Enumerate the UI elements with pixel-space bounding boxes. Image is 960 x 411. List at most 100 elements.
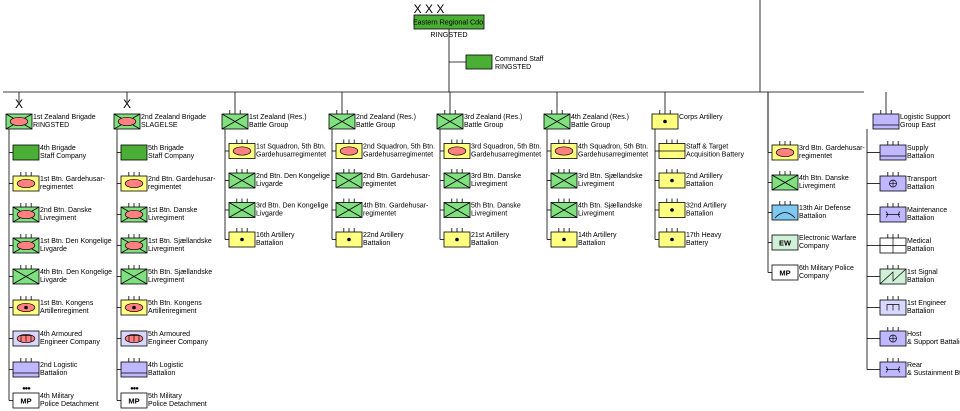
- unit-label-line-1: 2nd Btn. Danske: [40, 207, 92, 214]
- unit-label-line-1: 4th Armoured: [40, 331, 82, 338]
- unit-8-6[interactable]: Host& Support Battalion: [879, 327, 960, 347]
- unit-3-1[interactable]: 2nd Btn. Gardehusar-regimentet: [335, 169, 431, 189]
- column-head-2[interactable]: 1st Zealand (Res.)Battle Group: [221, 110, 307, 130]
- unit-label-line-2: Livregiment: [578, 211, 614, 218]
- unit-label-line-2: Livgarde: [40, 277, 67, 284]
- unit-code: MP: [128, 397, 139, 406]
- infantry-cross: [12, 268, 40, 285]
- command-staff-node[interactable]: Command Staff RINGSTED: [465, 54, 544, 71]
- unit-frame: [120, 392, 148, 409]
- column-head-4[interactable]: 3rd Zealand (Res.)Battle Group: [436, 110, 522, 130]
- unit-label-line-2: Group East: [900, 122, 935, 129]
- column-head-5[interactable]: 4th Zealand (Res.)Battle Group: [543, 110, 629, 130]
- unit-4-0[interactable]: 3rd Squadron, 5th Btn.Gardehusarregiment…: [443, 139, 541, 159]
- armour-oval: [124, 240, 144, 251]
- unit-3-0[interactable]: 2nd Squadron, 5th Btn.Gardehusarregiment…: [335, 139, 435, 159]
- hq-node[interactable]: X X X Eastern Regional Cdo. RINGSTED: [413, 2, 485, 39]
- unit-label-line-2: Company: [799, 243, 829, 250]
- unit-label-line-1: Supply: [907, 145, 929, 152]
- unit-label-line-1: 3rd Squadron, 5th Btn.: [471, 144, 541, 151]
- unit-label-line-1: 4th Btn. Sjællandske: [578, 203, 642, 210]
- unit-label-line-2: Artilleriregiment: [40, 308, 89, 315]
- armour-oval: [16, 209, 36, 220]
- unit-label-line-1: 3rd Btn. Den Kongelige: [256, 203, 328, 210]
- unit-label-line-2: regimentet: [363, 181, 396, 188]
- unit-8-7[interactable]: Rear& Sustainment Btn.: [879, 358, 960, 378]
- unit-label-line-1: Medical: [907, 238, 932, 245]
- unit-label-line-2: Livregiment: [471, 181, 507, 188]
- column-head-3[interactable]: 2nd Zealand (Res.)Battle Group: [328, 110, 416, 130]
- unit-5-0[interactable]: 4th Squadron, 5th Btn.Gardehusarregiment…: [550, 139, 648, 159]
- unit-label-line-2: RINGSTED: [33, 122, 69, 129]
- armour-oval: [339, 146, 359, 156]
- armour-oval: [16, 240, 36, 251]
- infantry-cross: [335, 172, 363, 189]
- unit-7-0[interactable]: 3rd Btn. Gardehusar-regimentet: [771, 141, 865, 161]
- unit-label-line-1: 2nd Btn. Gardehusar-: [148, 176, 216, 183]
- unit-label-line-2: Battalion: [686, 211, 713, 218]
- unit-label-line-2: Battalion: [578, 240, 605, 247]
- unit-label-line-1: 2nd Btn. Den Kongelige: [256, 173, 330, 180]
- column-head-6[interactable]: Corps Artillery: [651, 110, 723, 130]
- unit-label-line-1: 21st Artillery: [471, 232, 510, 239]
- armour-oval: [775, 147, 795, 158]
- unit-0-1[interactable]: 1st Btn. Gardehusar-regimentet: [12, 172, 106, 192]
- unit-label-line-2: & Support Battalion: [907, 339, 960, 346]
- armour-oval: [124, 178, 144, 189]
- command-staff-label-2: RINGSTED: [495, 64, 531, 71]
- unit-label-line-2: Acquisition Battery: [686, 152, 744, 159]
- unit-3-2[interactable]: 4th Btn. Gardehusar-regimentet: [335, 198, 429, 218]
- unit-code: MP: [779, 269, 790, 278]
- unit-label-line-2: Battalion: [686, 181, 713, 188]
- unit-label-line-1: 14th Artillery: [578, 232, 617, 239]
- unit-label-line-2: Livregiment: [148, 215, 184, 222]
- unit-frame: [12, 361, 40, 378]
- unit-2-0[interactable]: 1st Squadron, 5th Btn.Gardehusarregiment…: [228, 139, 326, 159]
- infantry-cross: [221, 113, 249, 130]
- unit-1-1[interactable]: 2nd Btn. Gardehusar-regimentet: [120, 172, 216, 192]
